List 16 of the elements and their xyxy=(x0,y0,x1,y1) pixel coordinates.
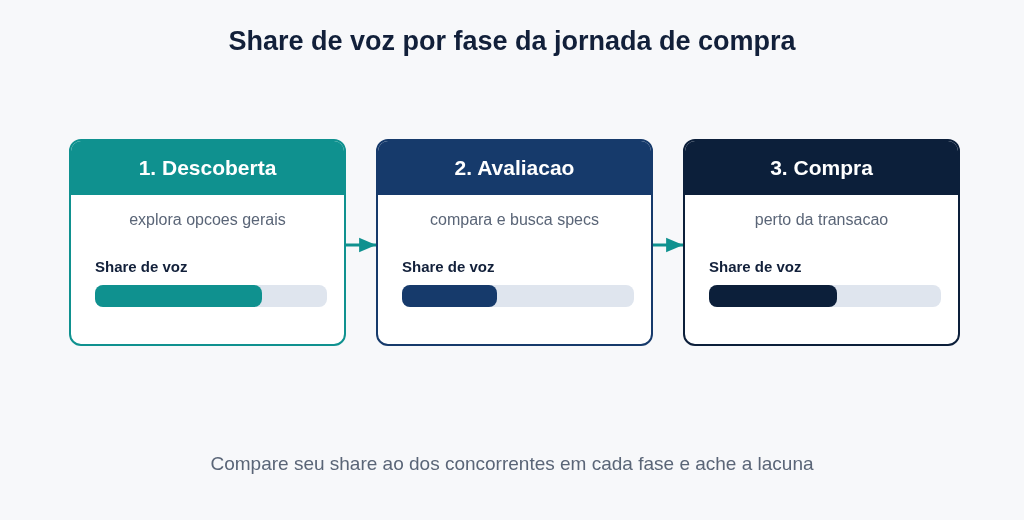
bar-label: Share de voz xyxy=(709,258,802,275)
card-title: 1. Descoberta xyxy=(71,141,344,195)
stage-card xyxy=(69,139,346,346)
bar-label: Share de voz xyxy=(95,258,188,275)
stage-card xyxy=(376,139,653,346)
card-description: perto da transacao xyxy=(753,211,890,229)
card-description: explora opcoes gerais xyxy=(128,211,287,229)
diagram-title: Share de voz por fase da jornada de compra xyxy=(227,26,797,57)
card-title: 2. Avaliacao xyxy=(378,141,651,195)
bar-label: Share de voz xyxy=(402,258,495,275)
arrow xyxy=(346,237,377,253)
arrow xyxy=(653,237,684,253)
card-description: compara e busca specs xyxy=(429,211,600,229)
card-title: 3. Compra xyxy=(685,141,958,195)
caption: Compare seu share ao dos concorrentes em cada fase e ache a lacuna xyxy=(209,453,815,475)
stage-card xyxy=(683,139,960,346)
